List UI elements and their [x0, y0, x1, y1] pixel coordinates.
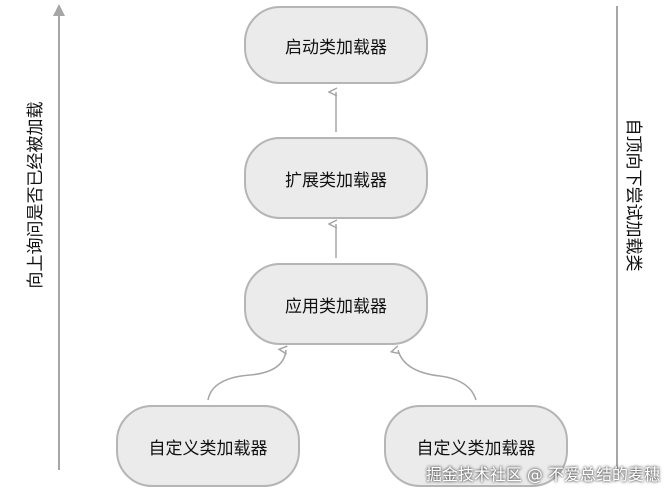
right-side-label-text: 自顶向下尝试加载类: [623, 118, 644, 272]
left-side-label-text: 向上询问是否已经被加载: [25, 101, 46, 289]
right-side-label: 自顶向下尝试加载类: [621, 105, 651, 285]
bootstrap-classloader-node: 启动类加载器: [244, 6, 428, 84]
arrow-custom-right-to-application: [398, 350, 477, 401]
application-classloader-node: 应用类加载器: [244, 263, 428, 345]
extension-classloader-node: 扩展类加载器: [244, 137, 428, 219]
custom-classloader-left-node: 自定义类加载器: [116, 405, 300, 487]
watermark-caption: 掘金技术社区 @ 不爱总结的麦穗: [425, 465, 660, 484]
left-side-label: 向上询问是否已经被加载: [18, 75, 48, 315]
custom-classloader-right-node: 自定义类加载器: [384, 405, 568, 487]
arrow-custom-left-to-application: [207, 350, 286, 401]
